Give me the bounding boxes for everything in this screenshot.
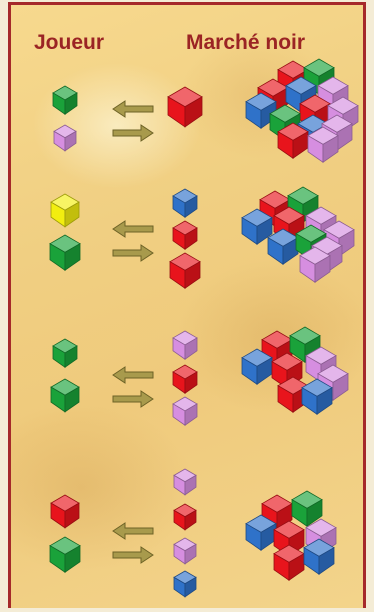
market-cube-red: [173, 365, 197, 393]
player-cube-green: [50, 235, 80, 270]
player-cube-red: [51, 495, 79, 528]
market-cube-red: [173, 221, 197, 249]
market-cube-pink: [174, 538, 196, 564]
black-market-pile: [246, 491, 336, 580]
market-cube-red: [174, 504, 196, 530]
black-market-pile: [242, 327, 348, 414]
player-cube-green: [53, 339, 77, 367]
black-market-pile: [242, 187, 354, 282]
player-cube-green: [50, 537, 80, 572]
exchange-arrows-icon: [113, 367, 153, 407]
market-cube-red: [170, 253, 200, 288]
player-cube-green: [53, 86, 77, 114]
market-cube-blue: [174, 571, 196, 597]
market-cube-pink: [174, 469, 196, 495]
player-cube-yellow: [51, 194, 79, 227]
trade-diagram: [11, 5, 366, 608]
market-cube-red: [168, 87, 202, 127]
player-cube-pink: [54, 125, 76, 151]
market-cube-blue: [173, 189, 197, 217]
exchange-arrows-icon: [113, 101, 153, 141]
pile-cube-red: [274, 545, 304, 580]
market-cube-pink: [173, 331, 197, 359]
player-cube-green: [51, 379, 79, 412]
black-market-card: Joueur Marché noir: [8, 2, 366, 608]
exchange-arrows-icon: [113, 221, 153, 261]
market-cube-pink: [173, 397, 197, 425]
exchange-arrows-icon: [113, 523, 153, 563]
black-market-pile: [246, 59, 358, 162]
